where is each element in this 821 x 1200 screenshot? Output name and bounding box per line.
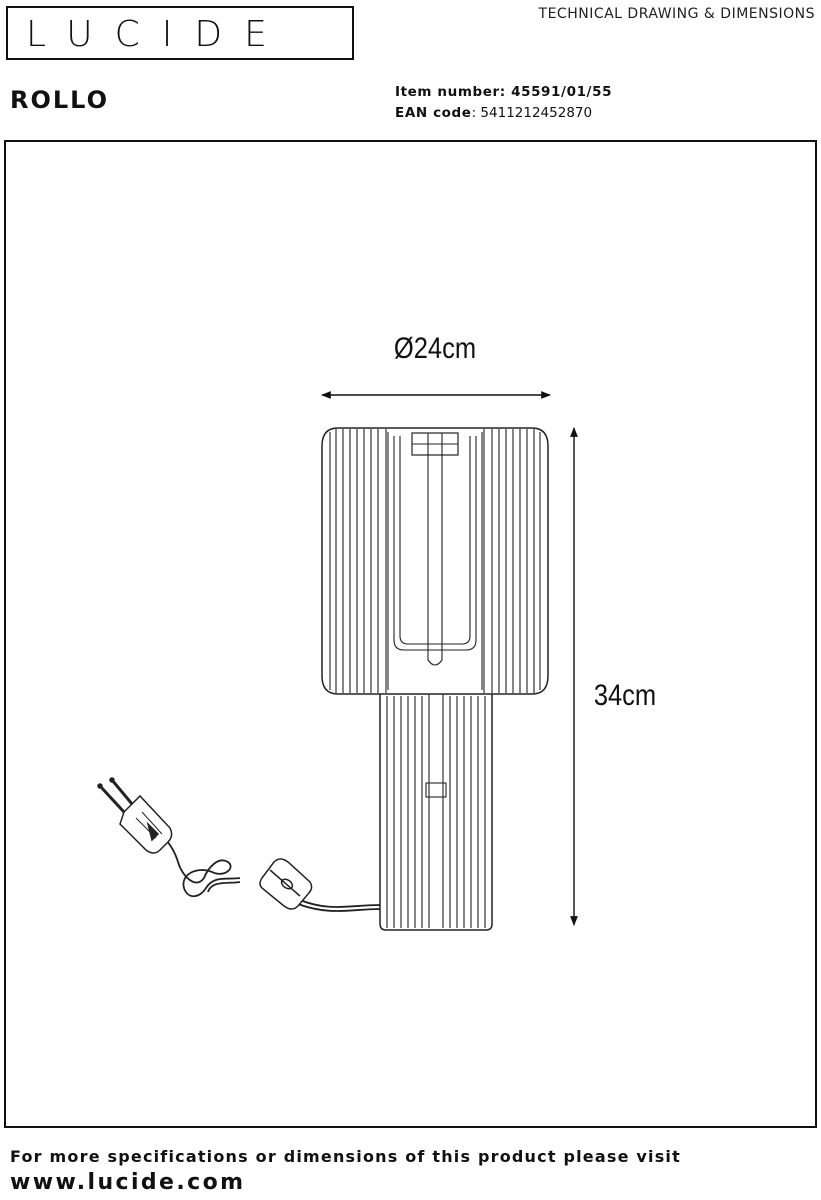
lamp-base xyxy=(379,694,493,931)
ean-label: EAN code xyxy=(395,105,472,121)
ean-row: EAN code: 5411212452870 xyxy=(395,103,612,124)
product-info-block: Item number: 45591/01/55 EAN code: 54112… xyxy=(395,82,612,124)
power-plug xyxy=(97,777,173,854)
ean-value: 5411212452870 xyxy=(480,105,593,121)
diameter-dimension: Ø24cm xyxy=(321,331,551,399)
brand-logo: LUCIDE xyxy=(6,6,354,60)
lamp-shade xyxy=(321,427,549,695)
item-number-value: 45591/01/55 xyxy=(511,84,613,100)
ean-separator: : xyxy=(471,105,481,121)
height-dimension: 34cm xyxy=(570,427,656,926)
inline-switch xyxy=(259,858,313,910)
footer-text: For more specifications or dimensions of… xyxy=(10,1147,681,1166)
item-number-row: Item number: 45591/01/55 xyxy=(395,82,612,103)
product-name: ROLLO xyxy=(10,86,110,114)
footer-url-link[interactable]: www.lucide.com xyxy=(10,1170,246,1195)
item-number-separator: : xyxy=(499,84,512,100)
item-number-label: Item number xyxy=(395,84,500,100)
brand-logo-text: LUCIDE xyxy=(26,14,289,55)
diameter-label: Ø24cm xyxy=(394,331,476,364)
height-label: 34cm xyxy=(594,678,656,711)
drawing-frame xyxy=(4,140,817,1128)
document-type-heading: TECHNICAL DRAWING & DIMENSIONS xyxy=(538,6,815,22)
